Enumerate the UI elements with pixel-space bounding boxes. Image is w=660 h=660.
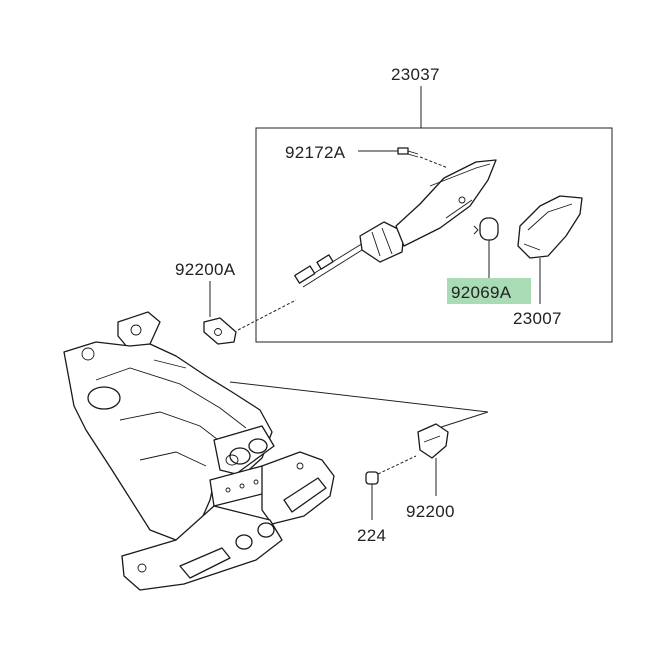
grommet-92200A: [203, 281, 297, 345]
bracket-92200: [377, 423, 449, 496]
label-92200A: 92200A: [175, 260, 236, 279]
label-23037: 23037: [391, 65, 440, 84]
screw-92172A: [358, 147, 449, 169]
label-92200: 92200: [406, 502, 455, 521]
label-224: 224: [357, 526, 386, 545]
label-23007: 23007: [513, 309, 562, 328]
bulb-92069A: [473, 217, 499, 278]
turn-signal-housing: [294, 159, 497, 288]
assembly-box: [255, 127, 613, 343]
lens-23007: [517, 195, 583, 304]
label-92069A: 92069A: [451, 283, 512, 302]
bolt-224: [365, 471, 379, 520]
label-92172A: 92172A: [285, 143, 346, 162]
bulb-label-highlight: [447, 278, 531, 304]
tail-fender: [63, 311, 335, 591]
plate-light-housing: [213, 425, 275, 475]
fender-leader-top: [229, 381, 489, 413]
